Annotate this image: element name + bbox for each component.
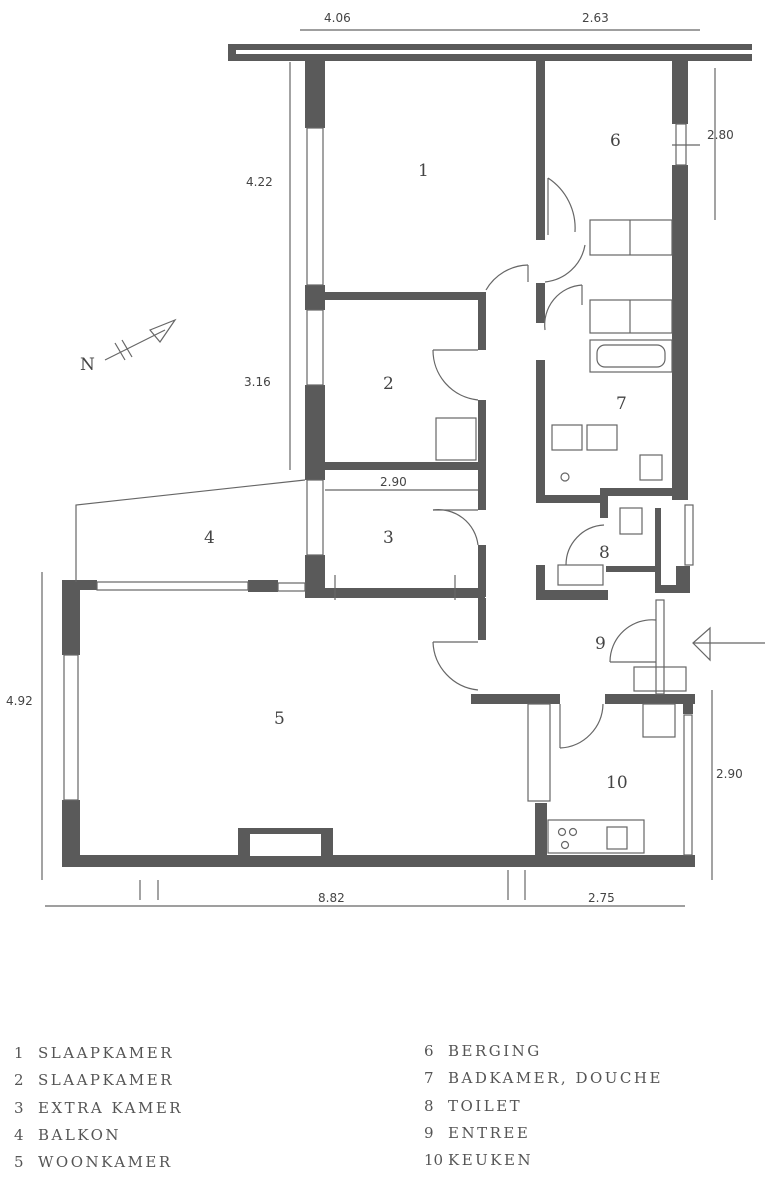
floor-plan: N 4.06 2.63 2.80 4.22 3.16 2.90 4.92 8.8… bbox=[6, 11, 765, 907]
dim-room5: 4.92 bbox=[6, 694, 33, 708]
walls bbox=[62, 44, 752, 867]
north-arrow-icon bbox=[104, 318, 177, 361]
dimension-lines bbox=[41, 29, 716, 907]
room-3-label: 3 bbox=[383, 528, 394, 548]
room-4-label: 4 bbox=[204, 528, 215, 548]
entrance-arrow-icon bbox=[692, 626, 765, 662]
room-9-label: 9 bbox=[595, 634, 606, 654]
room-6-label: 6 bbox=[610, 131, 621, 151]
north-label: N bbox=[80, 355, 95, 375]
dim-bottom-main: 8.82 bbox=[318, 891, 345, 905]
room-10-label: 10 bbox=[606, 773, 628, 793]
room-7-label: 7 bbox=[616, 394, 627, 414]
balcony-outline bbox=[75, 479, 306, 582]
dim-right-top: 2.80 bbox=[707, 128, 734, 142]
dim-right-kitchen: 2.90 bbox=[716, 767, 743, 781]
dim-room2: 3.16 bbox=[244, 375, 271, 389]
windows bbox=[63, 123, 700, 856]
doors bbox=[432, 177, 657, 749]
fixtures bbox=[334, 219, 687, 854]
dim-room1: 4.22 bbox=[246, 175, 273, 189]
dim-top-left: 4.06 bbox=[324, 11, 351, 25]
room-2-label: 2 bbox=[383, 374, 394, 394]
dim-bottom-kitchen: 2.75 bbox=[588, 891, 615, 905]
dim-room3: 2.90 bbox=[380, 475, 407, 489]
room-1-label: 1 bbox=[418, 161, 429, 181]
room-5-label: 5 bbox=[274, 709, 285, 729]
dim-top-right: 2.63 bbox=[582, 11, 609, 25]
room-8-label: 8 bbox=[599, 543, 610, 563]
